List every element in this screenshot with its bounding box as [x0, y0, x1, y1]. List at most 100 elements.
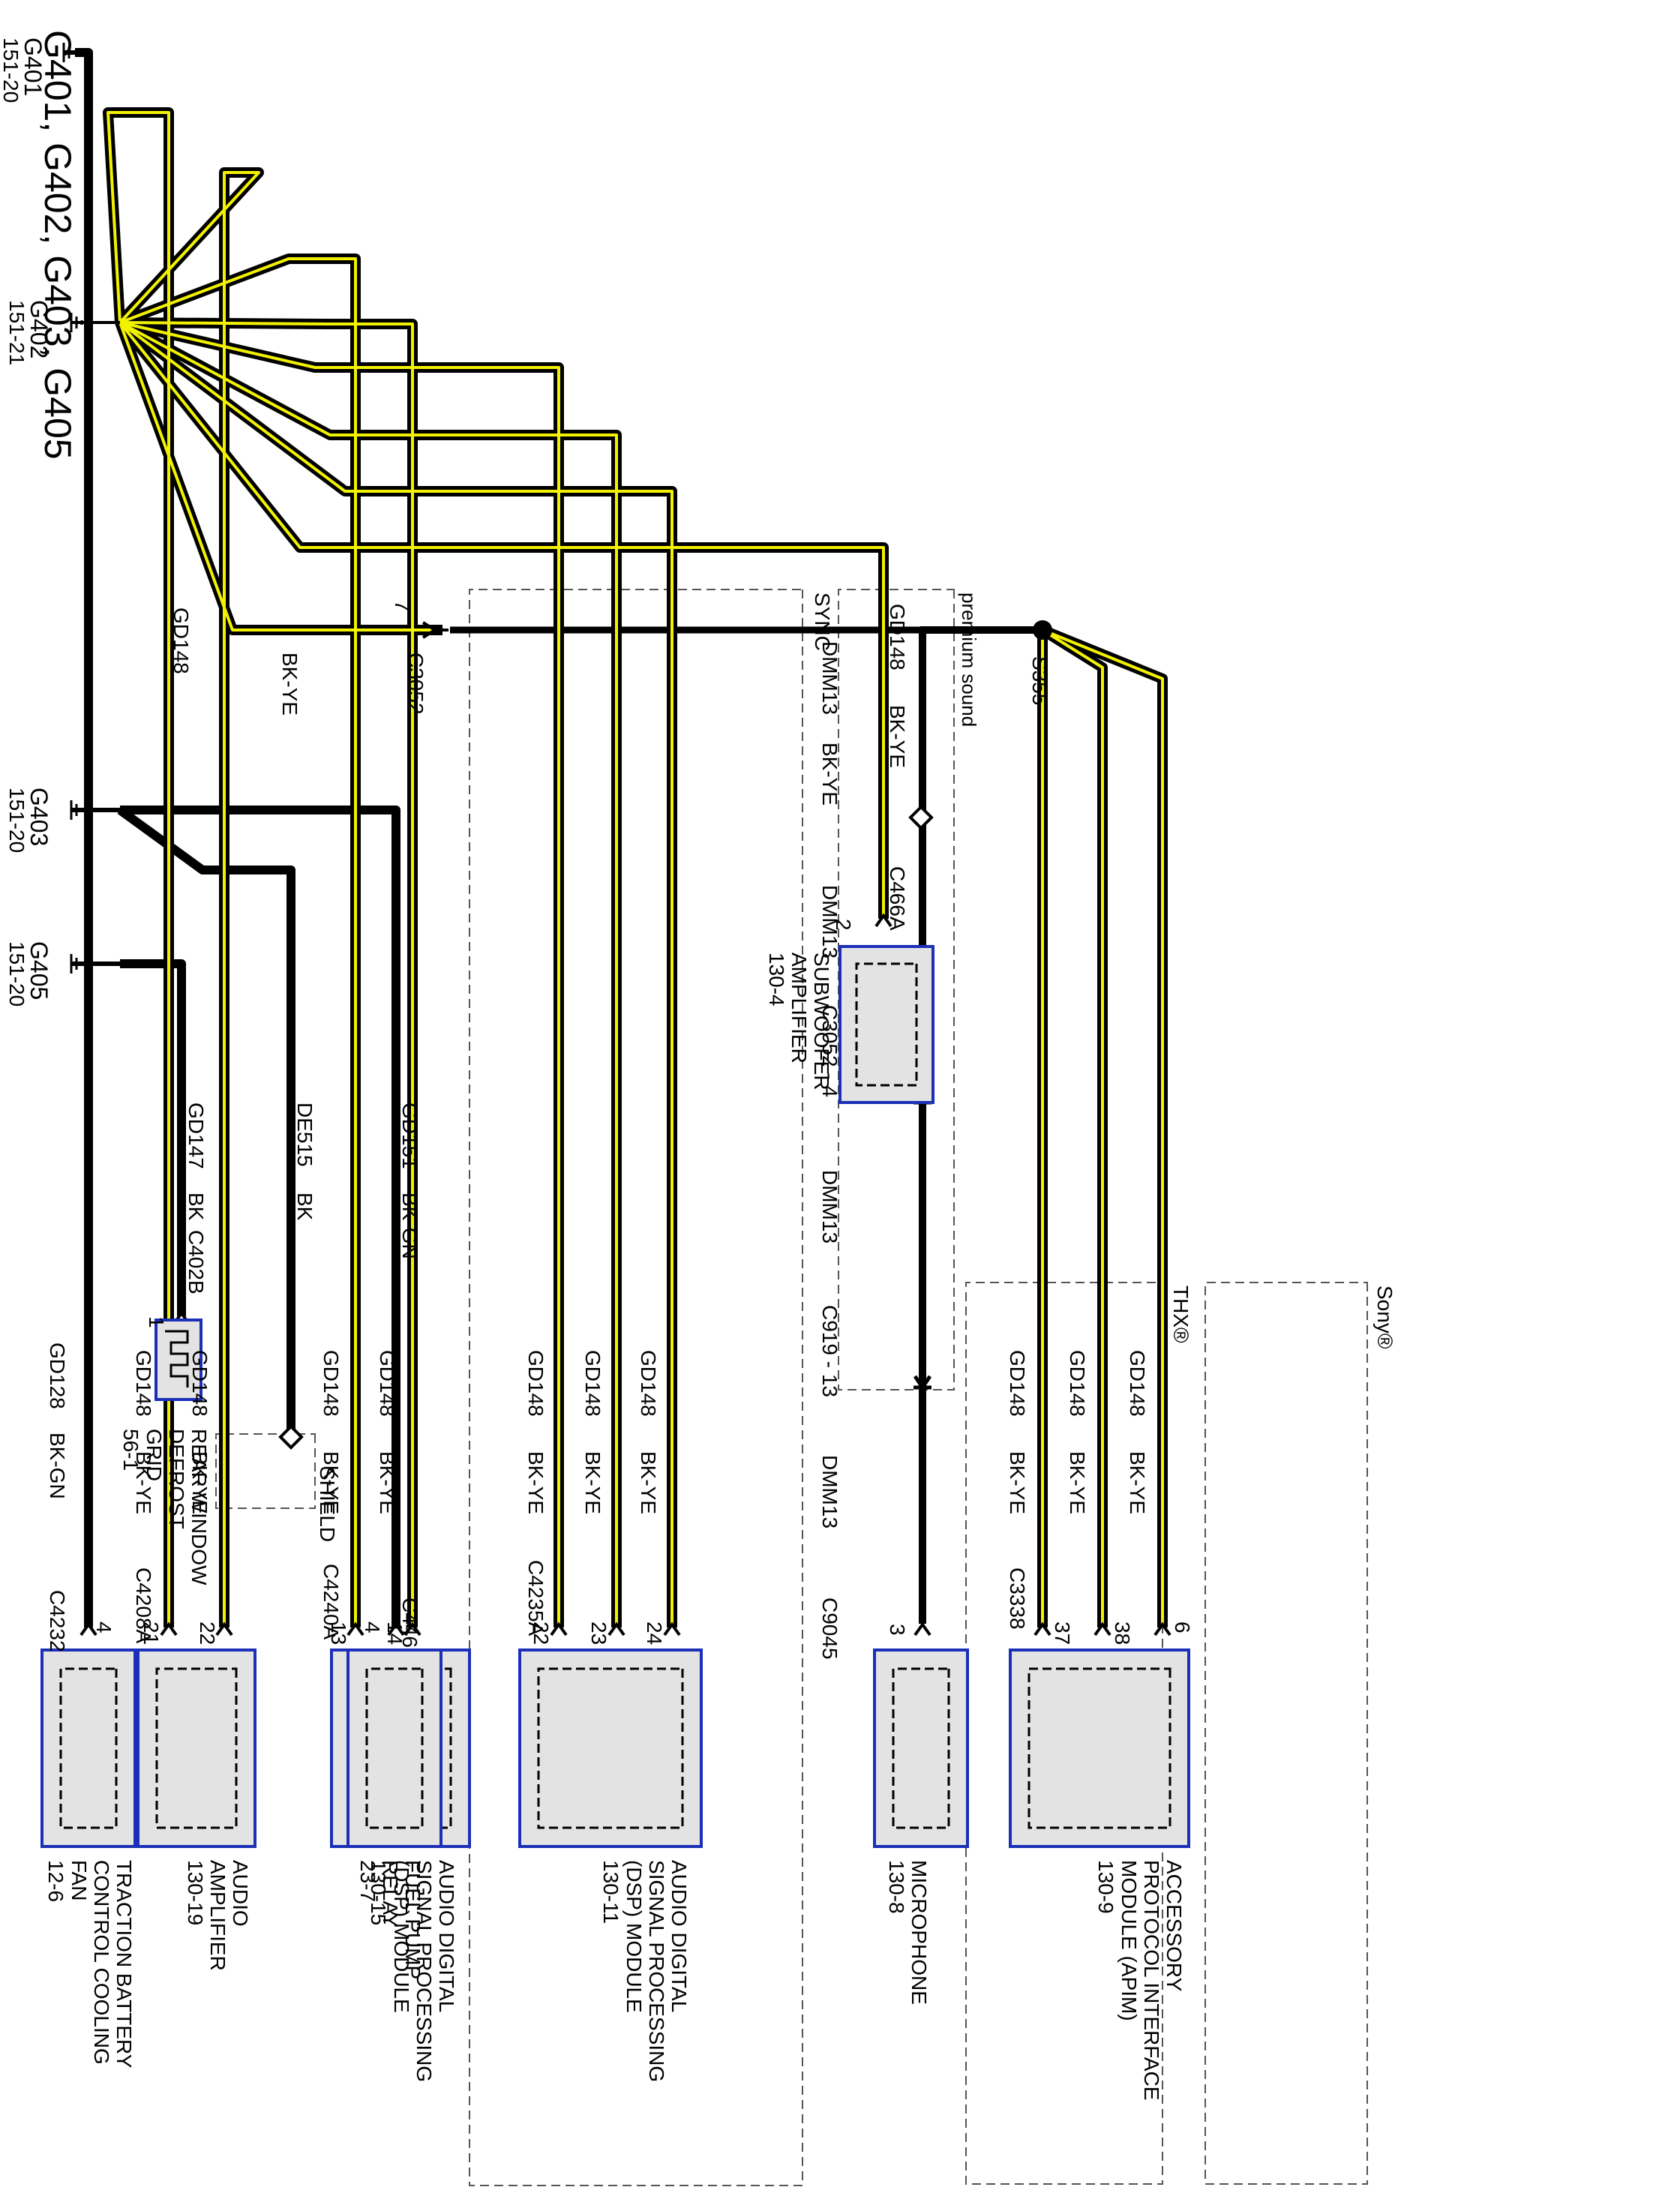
wire-gd147	[120, 959, 186, 1316]
gd147-circuit: GD147	[184, 1102, 208, 1169]
sony13-circuit: GD148	[320, 1350, 343, 1417]
traction-fan-box	[40, 1648, 136, 1848]
apim6-color: BK-YE	[1126, 1451, 1149, 1515]
dmm13-circuit-3: DMM13	[818, 1170, 842, 1244]
de515-color: BK	[293, 1192, 316, 1221]
apim-box	[1009, 1648, 1190, 1848]
c4208a-pin-21: 21	[140, 1622, 163, 1646]
sony-label: Sony®	[1373, 1286, 1396, 1349]
thx23-circuit: GD148	[581, 1350, 604, 1417]
g403-label: G403	[26, 788, 52, 847]
fuel-pump-relay-name: FUEL PUMP RELAY 23-7	[356, 1860, 424, 1980]
sony-group-box	[1204, 1282, 1368, 2185]
gd151-color: BK-GN	[398, 1192, 422, 1259]
g401-label: G401	[20, 38, 46, 97]
shield-label: SHIELD	[316, 1466, 339, 1543]
c9045-pin: 3	[886, 1624, 909, 1636]
apim6-circuit: GD148	[1126, 1350, 1149, 1417]
c402b-label: C402B	[184, 1230, 208, 1294]
rear-defrost-name: REAR WINDOW DEFROST GRID 56-1	[119, 1429, 211, 1586]
sony14-color: BK-YE	[376, 1451, 399, 1515]
c4208a-pin-22: 22	[196, 1622, 219, 1646]
c466a-pin: 2	[832, 919, 855, 931]
c4235a-pin-24: 24	[643, 1622, 666, 1646]
subwoofer-wire-circuit: GD148	[886, 604, 909, 670]
c446-label: C446	[398, 1598, 422, 1648]
apim37-color: BK-YE	[1006, 1451, 1029, 1515]
dmm13-circuit-1: DMM13	[818, 641, 842, 716]
thx24-color: BK-YE	[637, 1451, 660, 1515]
apim38-color: BK-YE	[1066, 1451, 1089, 1515]
c9045-label: C9045	[818, 1598, 842, 1660]
gd147-color: BK	[184, 1192, 208, 1221]
c3052-connector-icon	[422, 621, 448, 639]
premium-sound-label: premium sound	[958, 592, 980, 728]
wire-gd128	[75, 48, 93, 1628]
dmm13-color-1: BK-YE	[818, 742, 842, 806]
twisted-pair-diamond-2	[278, 1424, 304, 1450]
wire-gd151	[120, 806, 400, 1628]
thx-label: THX®	[1169, 1286, 1192, 1343]
apim38-circuit: GD148	[1066, 1350, 1089, 1417]
wire-de515	[117, 806, 296, 1429]
c3052-label: C3052	[404, 652, 428, 715]
g402-label: G402	[26, 300, 52, 359]
microphone-name: MICROPHONE 130-8	[884, 1860, 931, 2005]
c4235a-pin-23: 23	[587, 1622, 610, 1646]
defrost-grid-icon	[165, 1330, 189, 1388]
g405-ref: 151-20	[5, 941, 28, 1007]
c446-pin: 4	[361, 1622, 384, 1634]
dsp-thx-box	[518, 1648, 703, 1848]
subwoofer-name: SUBWOOFER AMPLIFIER 130-4	[764, 952, 833, 1090]
g405-label: G405	[26, 941, 52, 1000]
g403-ref: 151-20	[5, 788, 28, 854]
c4235a-pin-22: 22	[530, 1622, 553, 1646]
sync-group-box	[469, 589, 803, 2186]
microphone-box	[873, 1648, 969, 1848]
c3338-pin-38: 38	[1111, 1622, 1134, 1646]
audio-amp-name: AUDIO AMPLIFIER 130-19	[183, 1860, 252, 1971]
gd128-circuit: GD128	[46, 1342, 69, 1409]
fuel-pump-relay-component	[346, 1648, 442, 1848]
thx22-color: BK-YE	[524, 1451, 548, 1515]
amp22-circuit: GD148	[188, 1350, 212, 1417]
de515-circuit: DE515	[293, 1102, 316, 1167]
dmm13-circuit-4: DMM13	[818, 1455, 842, 1529]
thx23-color: BK-YE	[581, 1451, 604, 1515]
subwoofer-box	[838, 945, 934, 1104]
c3052-wire-circuit: GD148	[170, 608, 193, 674]
c4232-pin: 4	[92, 1622, 116, 1634]
amp21-circuit: GD148	[132, 1350, 155, 1417]
rear-defrost-box	[154, 1318, 202, 1401]
twisted-pair-diamond-1	[908, 805, 934, 830]
c466a-label: C466A	[886, 866, 909, 931]
apim37-circuit: GD148	[1006, 1350, 1029, 1417]
subwoofer-wire-color: BK-YE	[886, 705, 909, 769]
c3338-pin-6: 6	[1171, 1622, 1194, 1634]
apim-name: ACCESSORY PROTOCOL INTERFACE MODULE (API…	[1094, 1860, 1186, 2101]
wire-dmm13	[917, 626, 1042, 1624]
thx22-circuit: GD148	[524, 1350, 548, 1417]
c3052-wire-color: BK-YE	[278, 652, 302, 716]
c3338-label: C3338	[1006, 1568, 1029, 1630]
gd151-circuit: GD151	[398, 1102, 422, 1169]
shield-box	[215, 1433, 316, 1509]
gd128-color: BK-GN	[46, 1432, 69, 1499]
c3338-pin-37: 37	[1051, 1622, 1074, 1646]
c4240a-pin-13: 13	[327, 1622, 350, 1646]
c402b-pin: 1	[145, 1316, 168, 1328]
s355-label: S355	[1028, 656, 1052, 706]
c919-13-connector-icon	[913, 1375, 932, 1391]
g401-ref: 151-20	[0, 38, 22, 104]
c3052-pin: 7	[391, 600, 414, 612]
c4232-label: C4232	[46, 1590, 69, 1652]
thx24-circuit: GD148	[637, 1350, 660, 1417]
c919-13-label: C919 - 13	[818, 1305, 842, 1397]
dsp-thx-name: AUDIO DIGITAL SIGNAL PROCESSING (DSP) MO…	[599, 1860, 691, 2083]
pin-arrows	[80, 913, 1172, 1636]
s355-splice-dot	[1033, 620, 1052, 640]
audio-amp-box	[136, 1648, 256, 1848]
